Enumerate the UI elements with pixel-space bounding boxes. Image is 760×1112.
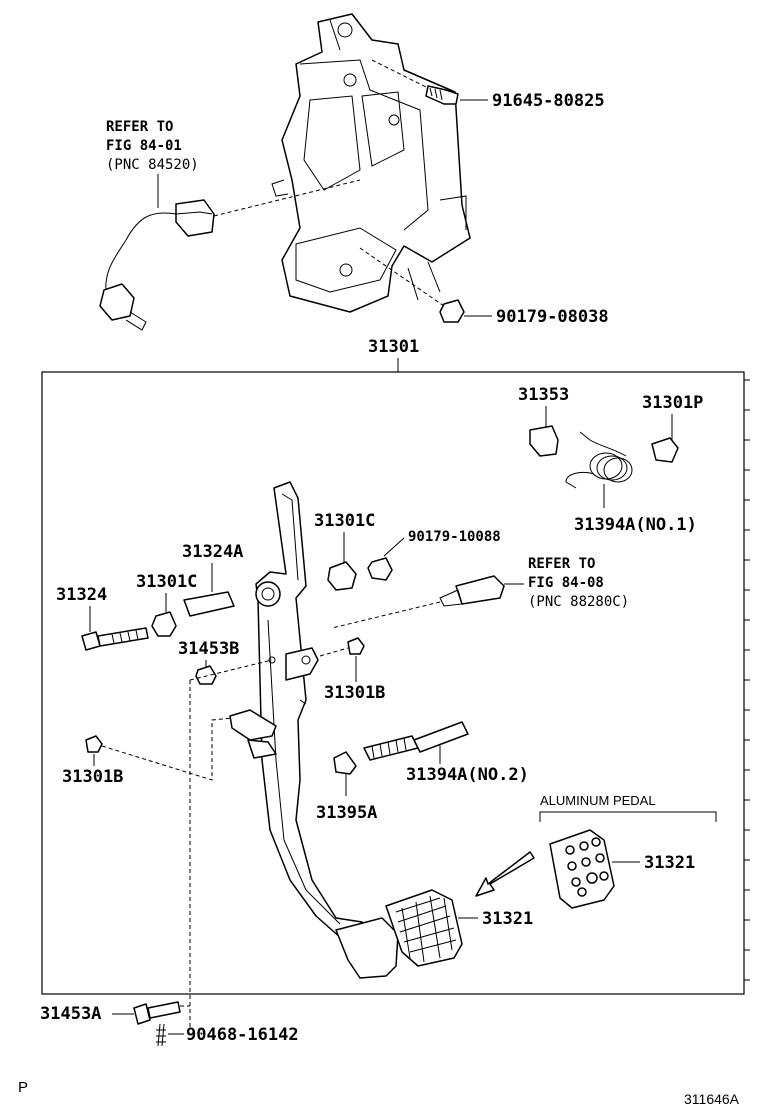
label-31321-aluminum: 31321	[644, 853, 695, 873]
pin-31301B-left-illustration	[85, 735, 103, 753]
label-31394A-no1: 31394A(NO.1)	[574, 515, 697, 535]
refer-fig-84-01-line1: REFER TO	[106, 119, 173, 135]
refer-fig-84-08-line1: REFER TO	[528, 556, 595, 572]
pedal-bracket-illustration	[271, 13, 471, 313]
aluminum-pedal-label: ALUMINUM PEDAL	[540, 793, 656, 808]
aluminum-pedal-pad-illustration	[549, 829, 615, 909]
label-31301B-left: 31301B	[62, 767, 123, 787]
bolt-31324-illustration	[81, 627, 149, 651]
collar-31301C-top-illustration	[327, 561, 357, 591]
label-91645-80825: 91645-80825	[492, 91, 605, 111]
bushing-31453B-illustration	[195, 665, 217, 685]
figure-code-label: 311646A	[684, 1091, 740, 1107]
label-90468-16142: 90468-16142	[186, 1025, 299, 1045]
label-31324: 31324	[56, 585, 107, 605]
rubber-pedal-pad-illustration	[385, 889, 463, 967]
label-31321-rubber: 31321	[482, 909, 533, 929]
pin-31453A-illustration	[133, 1001, 190, 1025]
label-90179-08038: 90179-08038	[496, 307, 609, 327]
label-31453B: 31453B	[178, 639, 239, 659]
label-31301C-top: 31301C	[314, 511, 375, 531]
refer-fig-84-08-line2: FIG 84-08	[528, 575, 604, 591]
assembly-31301-frame	[41, 371, 745, 995]
refer-fig-84-01-line2: FIG 84-01	[106, 138, 182, 154]
label-31395A: 31395A	[316, 803, 377, 823]
clip-31353-illustration	[529, 425, 559, 457]
refer-fig-84-01-line3: (PNC 84520)	[106, 157, 199, 173]
label-31324A: 31324A	[182, 542, 243, 562]
label-31353: 31353	[518, 385, 569, 405]
return-spring-illustration	[363, 721, 469, 764]
label-31301C-left: 31301C	[136, 572, 197, 592]
retainer-31395A-illustration	[333, 751, 357, 775]
pedal-position-sensor-illustration	[331, 575, 524, 629]
frame-right-ticks	[744, 379, 750, 981]
refer-fig-84-08-line3: (PNC 88280C)	[528, 594, 629, 610]
cotter-pin-90468-illustration	[156, 1023, 166, 1047]
torsion-spring-illustration	[565, 431, 633, 508]
brake-pedal-lever-illustration	[229, 481, 399, 979]
arrow-icon	[475, 851, 535, 897]
collar-31301C-left-illustration	[151, 611, 177, 637]
pipe-31324A-illustration	[183, 591, 235, 617]
bushing-31301P-illustration	[651, 437, 679, 463]
label-31301: 31301	[368, 337, 419, 357]
label-31301P: 31301P	[642, 393, 703, 413]
pin-31301B-right-illustration	[347, 637, 365, 655]
stop-lamp-switch-illustration	[99, 174, 361, 331]
label-31394A-no2: 31394A(NO.2)	[406, 765, 529, 785]
label-31453A: 31453A	[40, 1004, 101, 1024]
bolt-91645-illustration	[371, 59, 488, 105]
label-90179-10088: 90179-10088	[408, 529, 501, 545]
nut-90179-08038-illustration	[359, 247, 492, 323]
corner-p-label: P	[18, 1079, 28, 1096]
nut-90179-10088-illustration	[367, 557, 393, 581]
label-31301B-right: 31301B	[324, 683, 385, 703]
